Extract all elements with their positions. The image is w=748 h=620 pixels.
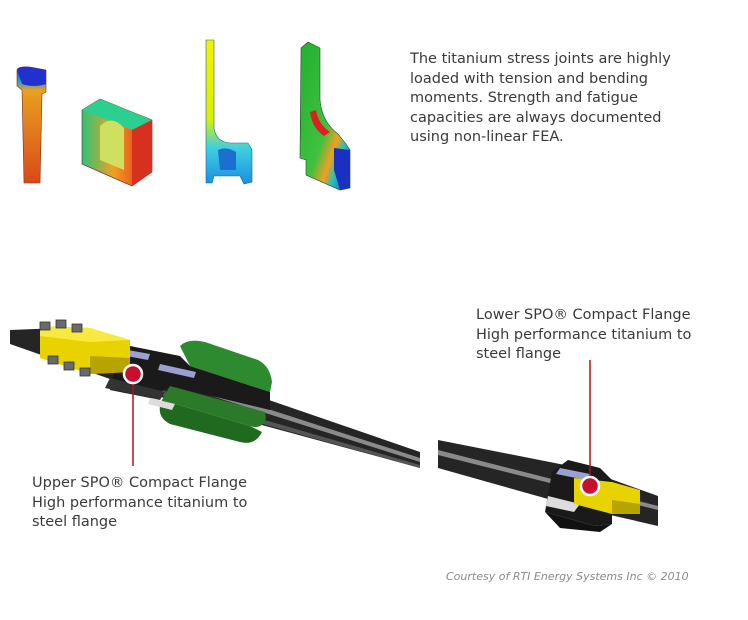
fea-models bbox=[16, 39, 351, 191]
upper-titanium-flange bbox=[40, 326, 130, 374]
upper-callout-title: Upper SPO® Compact Flange bbox=[32, 475, 248, 491]
image-credit: Courtesy of RTI Energy Systems Inc © 201… bbox=[446, 570, 689, 583]
upper-flange-callout: Upper SPO® Compact Flange High performan… bbox=[32, 474, 247, 533]
lower-flange-callout: Lower SPO® Compact Flange High performan… bbox=[476, 306, 691, 365]
description-line-4: capacities are always documented bbox=[410, 109, 662, 126]
fea-description: The titanium stress joints are highly lo… bbox=[410, 50, 710, 148]
upper-flange-marker bbox=[122, 363, 144, 385]
buoyancy-collar bbox=[159, 340, 272, 443]
fea-model-1 bbox=[16, 66, 47, 184]
lower-callout-line-2: High performance titanium to bbox=[476, 326, 692, 343]
lower-callout-title: Lower SPO® Compact Flange bbox=[476, 307, 691, 323]
description-line-5: using non-linear FEA. bbox=[410, 129, 564, 145]
description-line-1: The titanium stress joints are highly bbox=[410, 51, 671, 67]
fea-model-4 bbox=[299, 41, 351, 191]
lower-callout-line-3: steel flange bbox=[476, 346, 562, 362]
upper-callout-line-2: High performance titanium to bbox=[32, 494, 248, 511]
riser-assembly bbox=[10, 319, 658, 532]
flange-housing bbox=[105, 344, 270, 410]
fea-model-3 bbox=[205, 39, 253, 185]
lower-flange-marker bbox=[579, 475, 601, 497]
flange-bolts bbox=[39, 319, 91, 377]
description-line-2: loaded with tension and bending bbox=[410, 70, 648, 87]
description-line-3: moments. Strength and fatigue bbox=[410, 90, 638, 106]
upper-callout-line-3: steel flange bbox=[32, 514, 118, 530]
fea-model-2 bbox=[81, 98, 153, 187]
